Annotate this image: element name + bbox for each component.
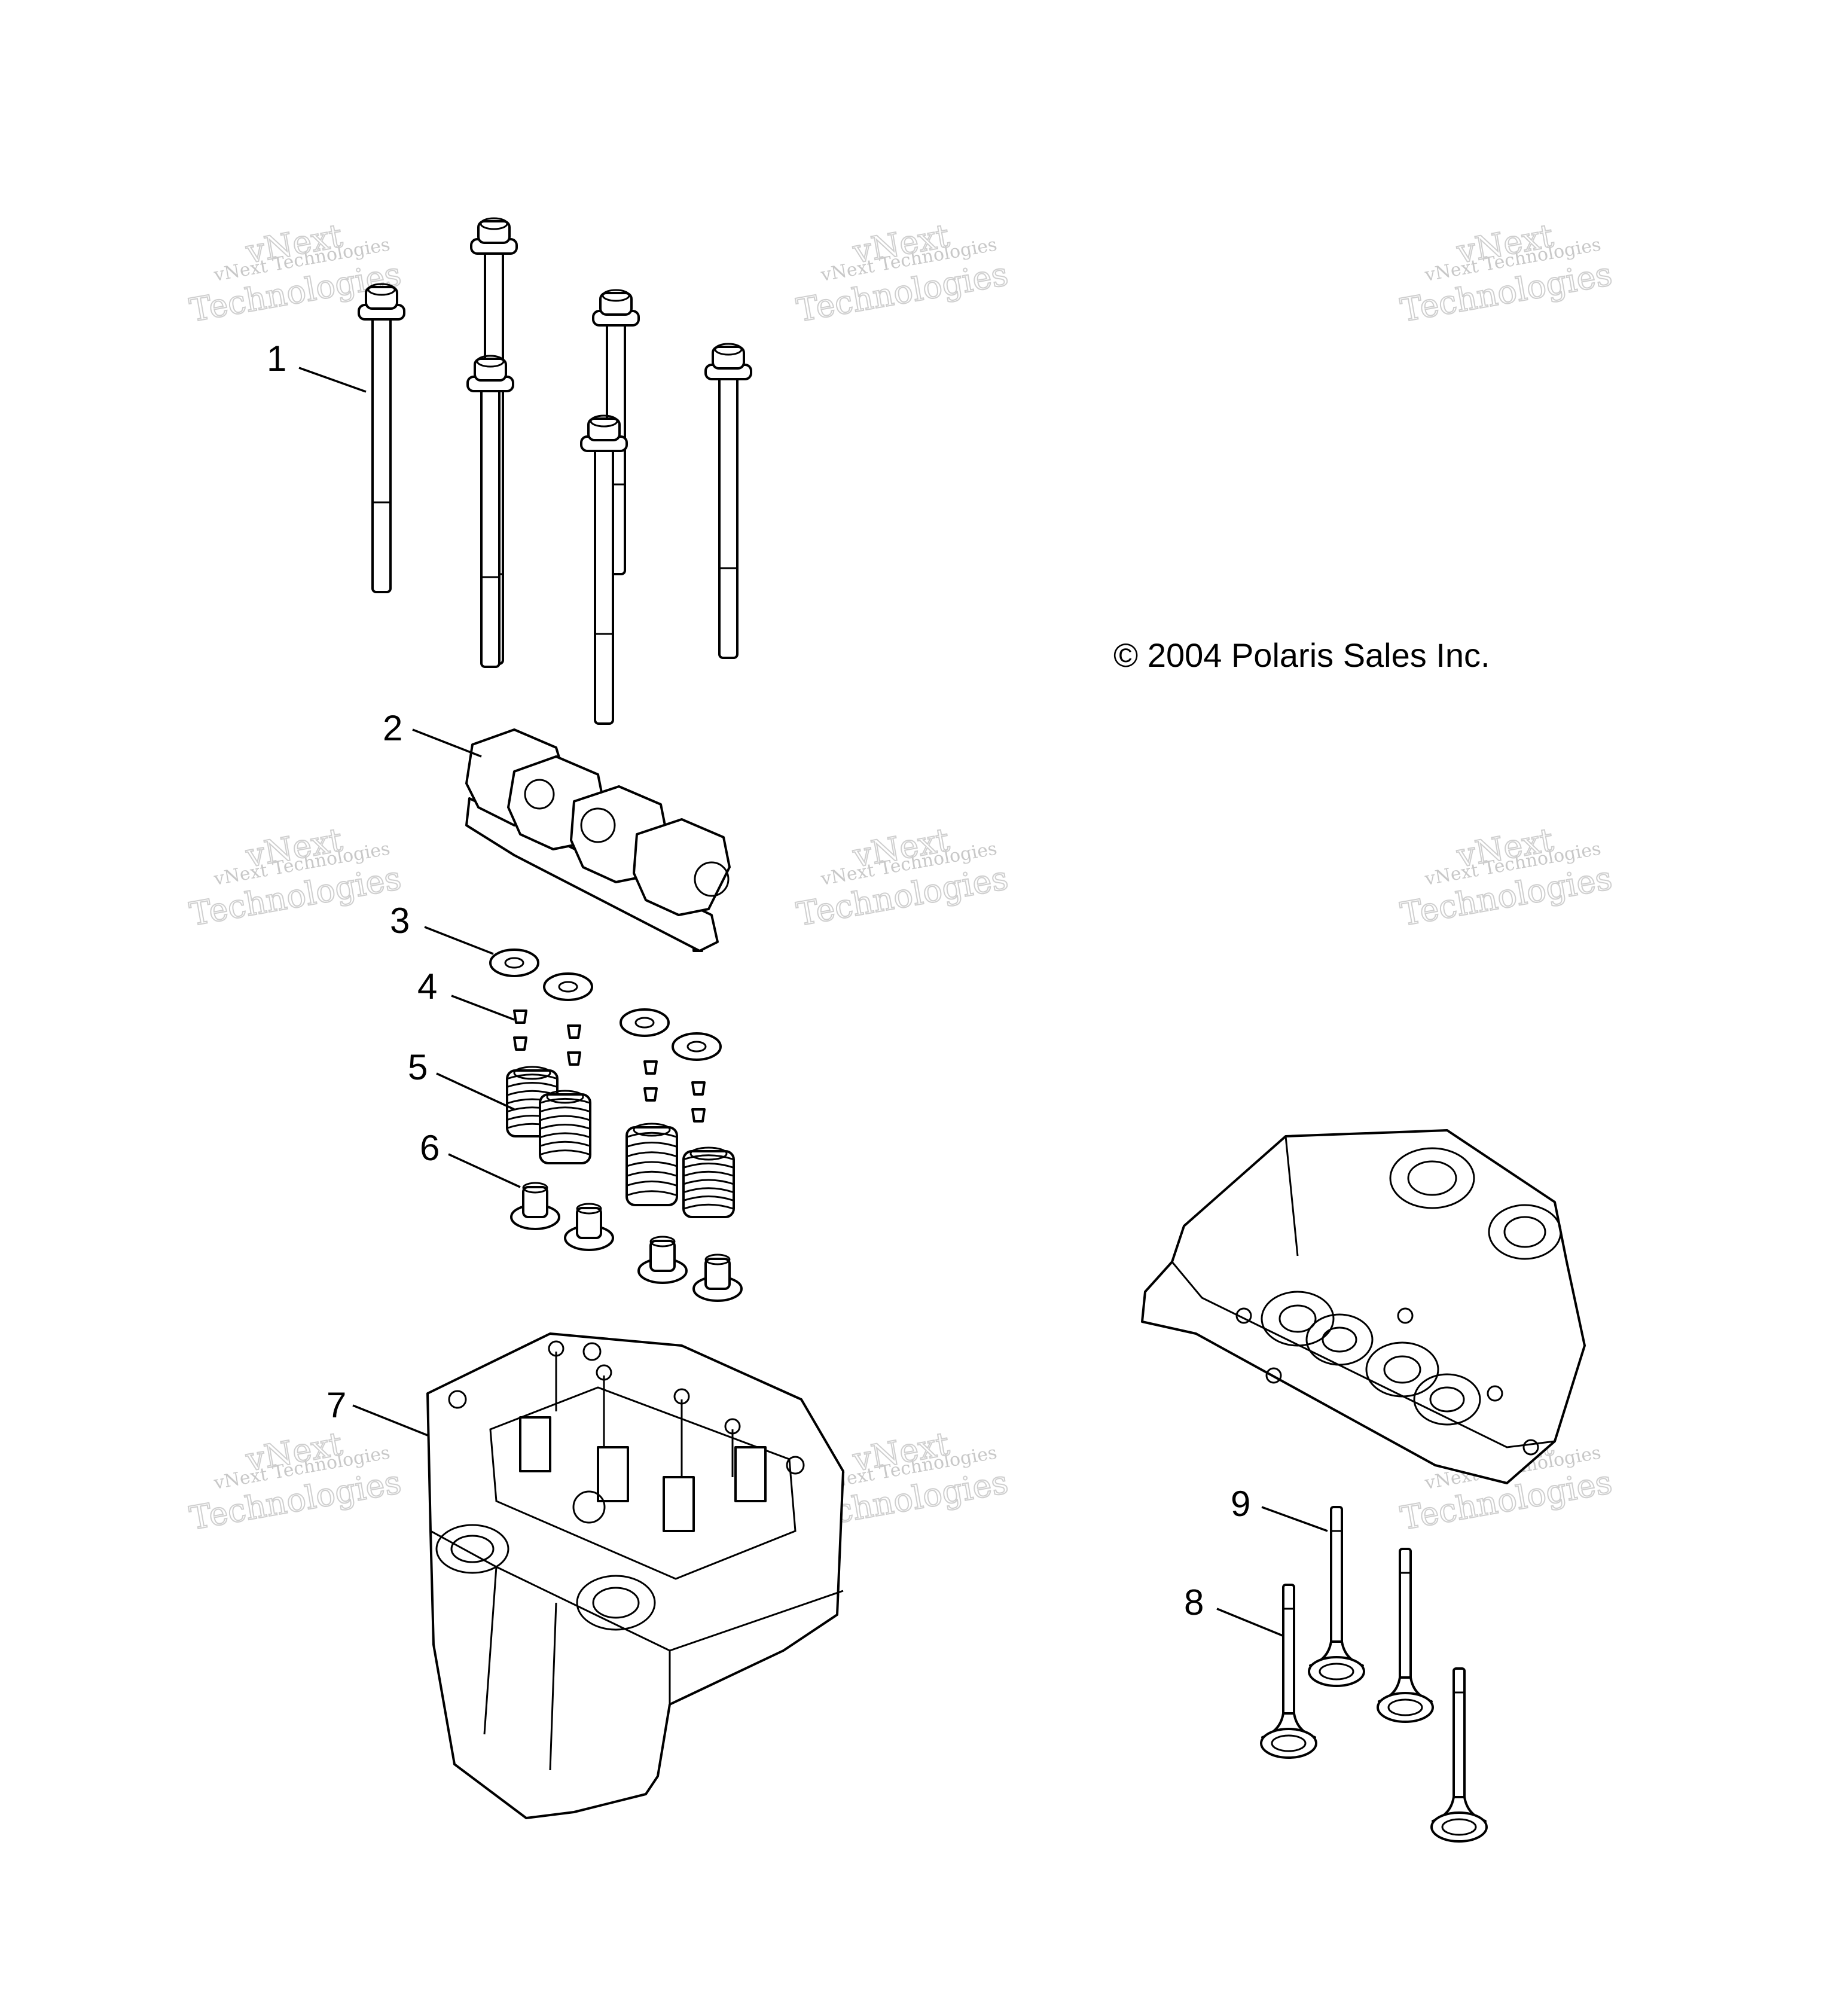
valve-keeper <box>567 1051 581 1066</box>
rocker-arm <box>633 818 731 916</box>
watermark: vNext Technologies Technologies vNext <box>1397 216 1615 330</box>
valve-keeper <box>643 1060 658 1075</box>
watermark: vNext Technologies Technologies vNext <box>186 820 404 934</box>
callout-7: 7 <box>326 1385 346 1425</box>
head-bolt <box>704 343 752 659</box>
leader-line-2 <box>412 728 482 758</box>
valve-keeper <box>513 1036 527 1051</box>
callout-4: 4 <box>417 966 437 1007</box>
valve-stem-seal <box>692 1253 743 1302</box>
copyright-notice: © 2004 Polaris Sales Inc. <box>1113 636 1490 674</box>
callout-1: 1 <box>267 338 286 379</box>
leader-lines <box>298 367 1328 1637</box>
valve-spring-retainer <box>489 948 539 977</box>
leader-line-9 <box>1261 1506 1328 1532</box>
valves <box>1260 1506 1488 1843</box>
callout-5: 5 <box>408 1047 428 1087</box>
watermark: vNext Technologies Technologies vNext <box>793 216 1011 330</box>
valve-spring <box>682 1146 735 1218</box>
leader-line-3 <box>424 926 494 955</box>
valve-keepers <box>513 1009 706 1123</box>
valve-keeper <box>567 1024 581 1039</box>
exhaust-valve <box>1308 1506 1365 1687</box>
valve-keeper <box>691 1081 706 1096</box>
head-underside-body <box>1141 1129 1586 1484</box>
callout-2: 2 <box>383 708 402 748</box>
valve-keeper <box>513 1009 527 1024</box>
head-bolt <box>466 355 514 668</box>
callout-9: 9 <box>1231 1484 1250 1524</box>
valve-stem-seals <box>510 1182 743 1302</box>
leader-line-8 <box>1216 1608 1283 1637</box>
valve-stem-seal <box>564 1203 614 1251</box>
callout-6: 6 <box>420 1128 440 1168</box>
valve-spring-retainer <box>620 1008 670 1037</box>
valve-stem-seal <box>637 1236 688 1284</box>
cylinder-head-underside <box>1141 1129 1586 1484</box>
exhaust-valve <box>1377 1548 1434 1723</box>
valve-spring-retainers <box>489 948 722 1061</box>
valve-spring-retainer <box>543 972 593 1001</box>
valve-stem-seal <box>510 1182 560 1230</box>
callout-8: 8 <box>1184 1582 1204 1622</box>
head-bolts <box>358 217 752 725</box>
intake-valve <box>1430 1667 1488 1843</box>
leader-line-1 <box>298 367 367 393</box>
head-bolt <box>358 283 405 593</box>
leader-line-6 <box>448 1153 521 1188</box>
leader-line-4 <box>451 995 515 1021</box>
intake-valve <box>1260 1584 1317 1759</box>
valve-spring <box>539 1090 591 1164</box>
cylinder-head-top <box>426 1332 844 1819</box>
rocker-arm-assembly <box>465 728 731 952</box>
leader-line-7 <box>352 1404 428 1436</box>
watermark: vNext Technologies Technologies vNext <box>793 820 1011 934</box>
head-body <box>426 1332 844 1819</box>
valve-spring-retainer <box>672 1032 722 1061</box>
valve-springs <box>506 1066 735 1218</box>
watermark: vNext Technologies Technologies vNext <box>186 1424 404 1538</box>
valve-spring <box>625 1123 678 1206</box>
watermark: vNext Technologies Technologies vNext <box>1397 820 1615 934</box>
callouts: 1 2 3 4 5 6 7 8 9 <box>267 338 1250 1622</box>
leader-line-5 <box>436 1072 515 1111</box>
valve-keeper <box>643 1087 658 1102</box>
valve-keeper <box>691 1108 706 1123</box>
head-bolt <box>580 414 628 725</box>
callout-3: 3 <box>390 901 410 941</box>
